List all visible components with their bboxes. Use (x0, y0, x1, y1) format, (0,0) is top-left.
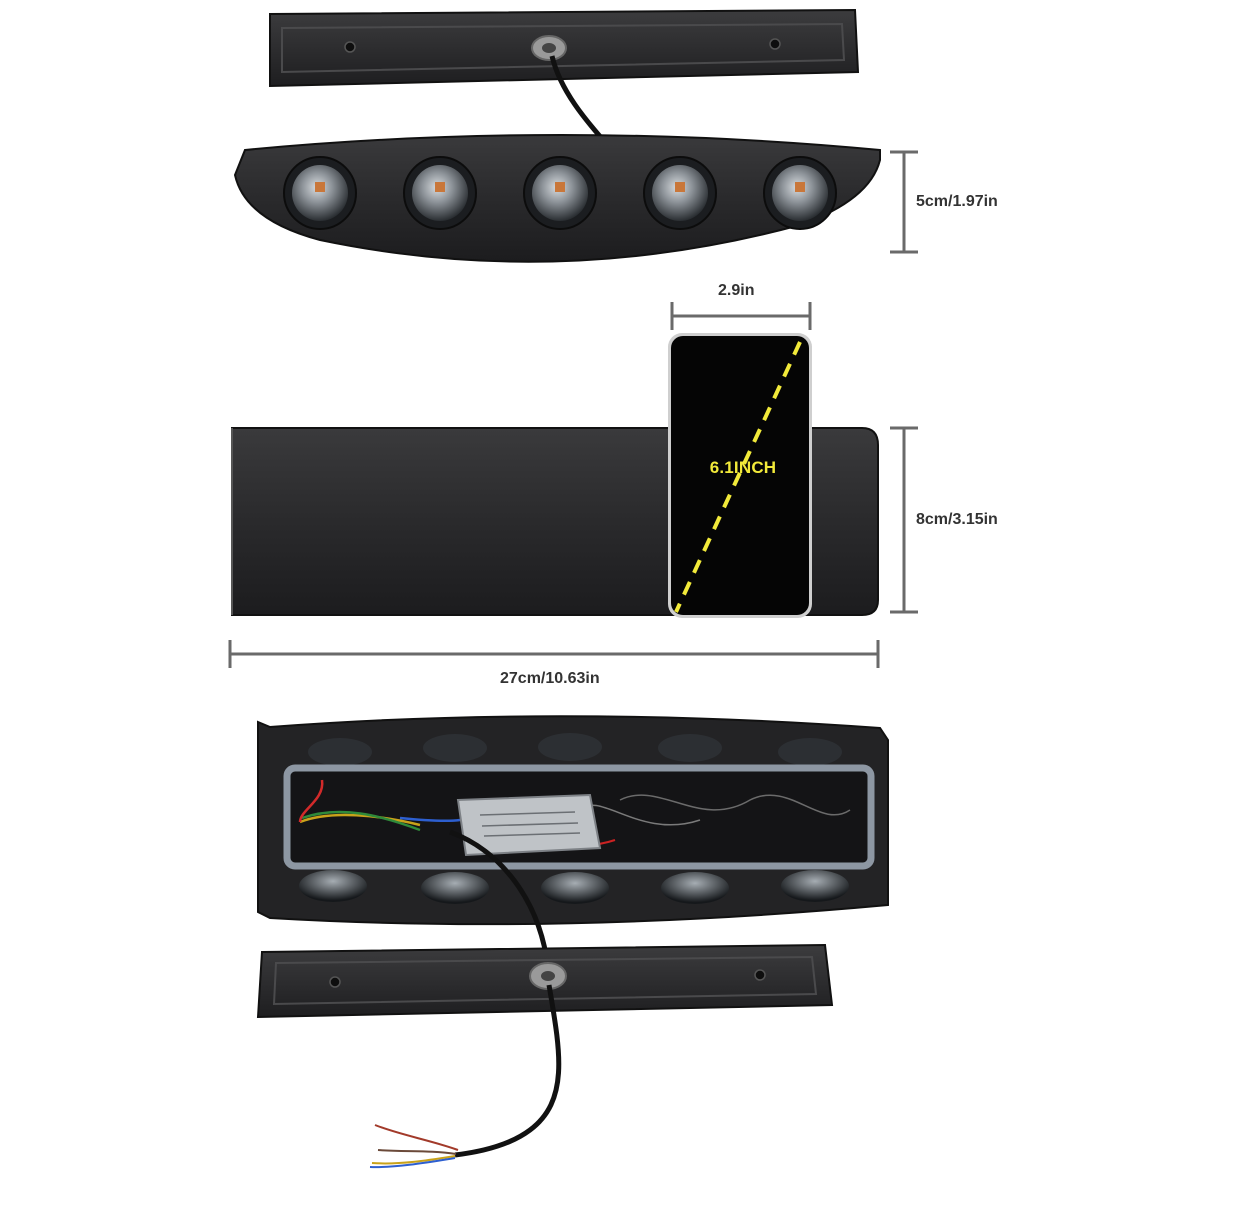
led-lens-icon (763, 156, 837, 230)
length-dimension-line (228, 640, 880, 668)
phone-width-label: 2.9in (718, 282, 755, 299)
phone-diagonal-label: 6.1INCH (709, 458, 777, 477)
height-label-mid: 8cm/3.15in (916, 511, 998, 528)
screw-hole-icon (329, 976, 341, 988)
led-lens-icon (283, 156, 357, 230)
reference-phone (668, 333, 812, 618)
bottom-mounting-plate (256, 943, 834, 1019)
screw-hole-icon (754, 969, 766, 981)
lamp-open-housing (257, 715, 889, 926)
height-dimension-line-mid (890, 426, 918, 614)
led-lens-icon (403, 156, 477, 230)
length-label: 27cm/10.63in (500, 670, 600, 687)
screw-hole-icon (344, 41, 356, 53)
screw-hole-icon (769, 38, 781, 50)
led-row-lower-inside (299, 870, 849, 904)
led-lens-icon (643, 156, 717, 230)
lamp-top-view (233, 134, 881, 263)
height-label-top: 5cm/1.97in (916, 193, 998, 210)
power-cable-middle (449, 829, 551, 969)
top-mounting-plate (269, 8, 860, 88)
height-dimension-line-top (890, 150, 918, 254)
led-row-top (283, 156, 837, 230)
led-driver-module (456, 793, 602, 857)
power-cable-bottom (369, 984, 562, 1169)
diagonal-dashed-line (674, 341, 802, 613)
led-lens-icon (523, 156, 597, 230)
led-row-upper-inside (308, 733, 842, 766)
phone-width-dimension-line (670, 302, 812, 330)
